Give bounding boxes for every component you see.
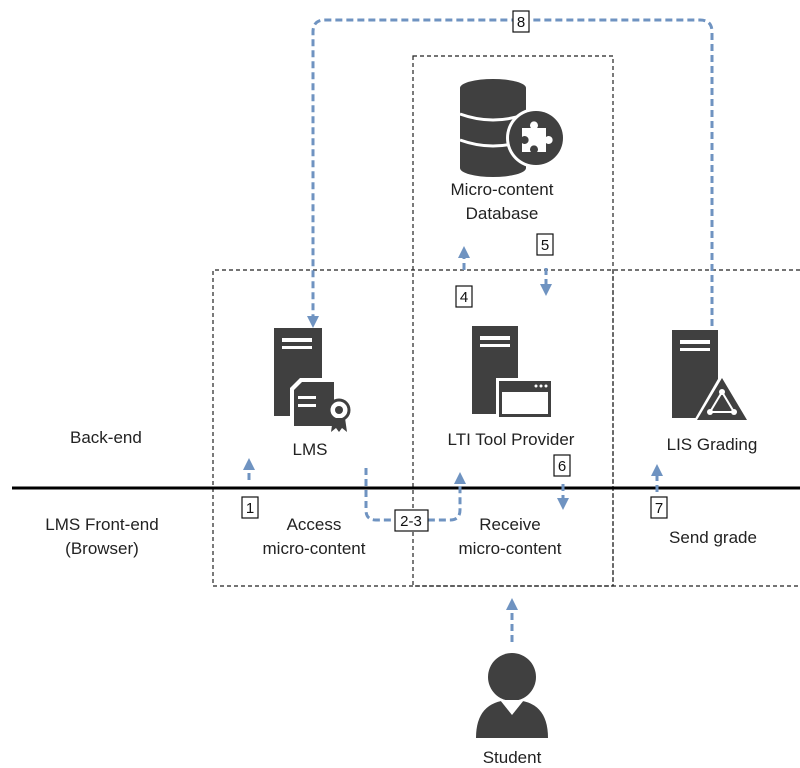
lms-label: LMS [293,440,328,459]
step-badge-6: 6 [553,454,571,477]
server-network-icon [672,330,752,424]
access-label-line1: Access [287,515,342,534]
database-puzzle-icon [459,79,566,177]
person-icon [476,653,548,738]
step-badge-2-3: 2-3 [394,509,429,532]
backend-zone-box [212,269,800,587]
step-label-5: 5 [541,237,549,254]
server-window-icon [472,326,554,420]
step-label-6: 6 [558,458,566,475]
frontend-zone-label-line1: LMS Front-end [45,515,158,534]
arrow-step-2-3 [364,468,466,522]
step-label-1: 1 [246,500,254,517]
step-badge-5: 5 [536,233,554,256]
lis-grading-label: LIS Grading [667,435,758,454]
step-badge-8: 8 [512,10,530,33]
frontend-zone-label-line2: (Browser) [65,539,139,558]
server-certificate-icon [274,328,351,432]
database-label-line1: Micro-content [451,180,554,199]
send-grade-label: Send grade [669,528,757,547]
step-label-7: 7 [655,500,663,517]
access-label-line2: micro-content [263,539,366,558]
step-label-8: 8 [517,14,525,31]
receive-label-line2: micro-content [459,539,562,558]
backend-zone-label: Back-end [70,428,142,447]
receive-label-line1: Receive [479,515,540,534]
database-label-line2: Database [466,204,539,223]
step-badge-1: 1 [241,496,259,519]
student-label: Student [483,748,542,767]
step-label-4: 4 [460,289,468,306]
step-label-2-3: 2-3 [400,513,422,530]
step-badge-4: 4 [455,285,473,308]
tool-provider-label: LTI Tool Provider [448,430,575,449]
step-badge-7: 7 [650,496,668,519]
